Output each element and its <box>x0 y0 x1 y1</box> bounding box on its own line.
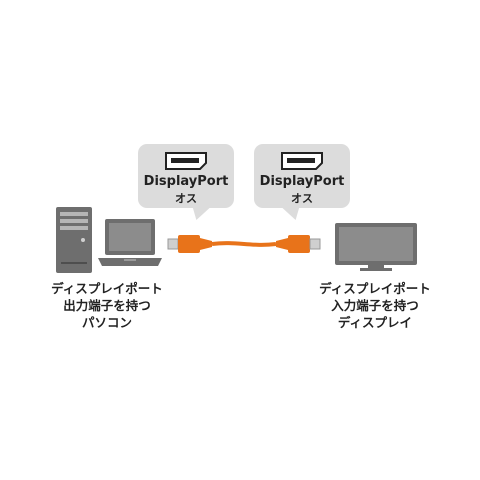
connector-gender-left: オス <box>175 192 197 205</box>
source-device-caption: ディスプレイポート 出力端子を持つ パソコン <box>42 280 172 331</box>
desktop-tower-icon <box>56 207 92 273</box>
monitor-icon <box>335 223 417 271</box>
target-device-caption: ディスプレイポート 入力端子を持つ ディスプレイ <box>300 280 450 331</box>
caption-line: 出力端子を持つ <box>63 298 151 313</box>
bubble-tail-left <box>187 207 211 220</box>
bubble-tail-right <box>281 207 305 220</box>
connector-label-left: DisplayPort <box>143 174 229 189</box>
laptop-icon <box>98 219 162 266</box>
displayport-connector-icon <box>281 152 323 170</box>
displayport-connector-icon <box>165 152 207 170</box>
caption-line: ディスプレイポート <box>319 281 431 296</box>
connector-bubble-right: DisplayPort オス <box>254 144 350 220</box>
caption-line: パソコン <box>81 315 132 330</box>
caption-line: ディスプレイポート <box>51 281 163 296</box>
caption-line: ディスプレイ <box>337 315 413 330</box>
connector-bubble-left: DisplayPort オス <box>138 144 234 220</box>
connector-gender-right: オス <box>291 192 313 205</box>
cable-icon <box>167 235 321 253</box>
caption-line: 入力端子を持つ <box>331 298 419 313</box>
connector-label-right: DisplayPort <box>259 174 345 189</box>
